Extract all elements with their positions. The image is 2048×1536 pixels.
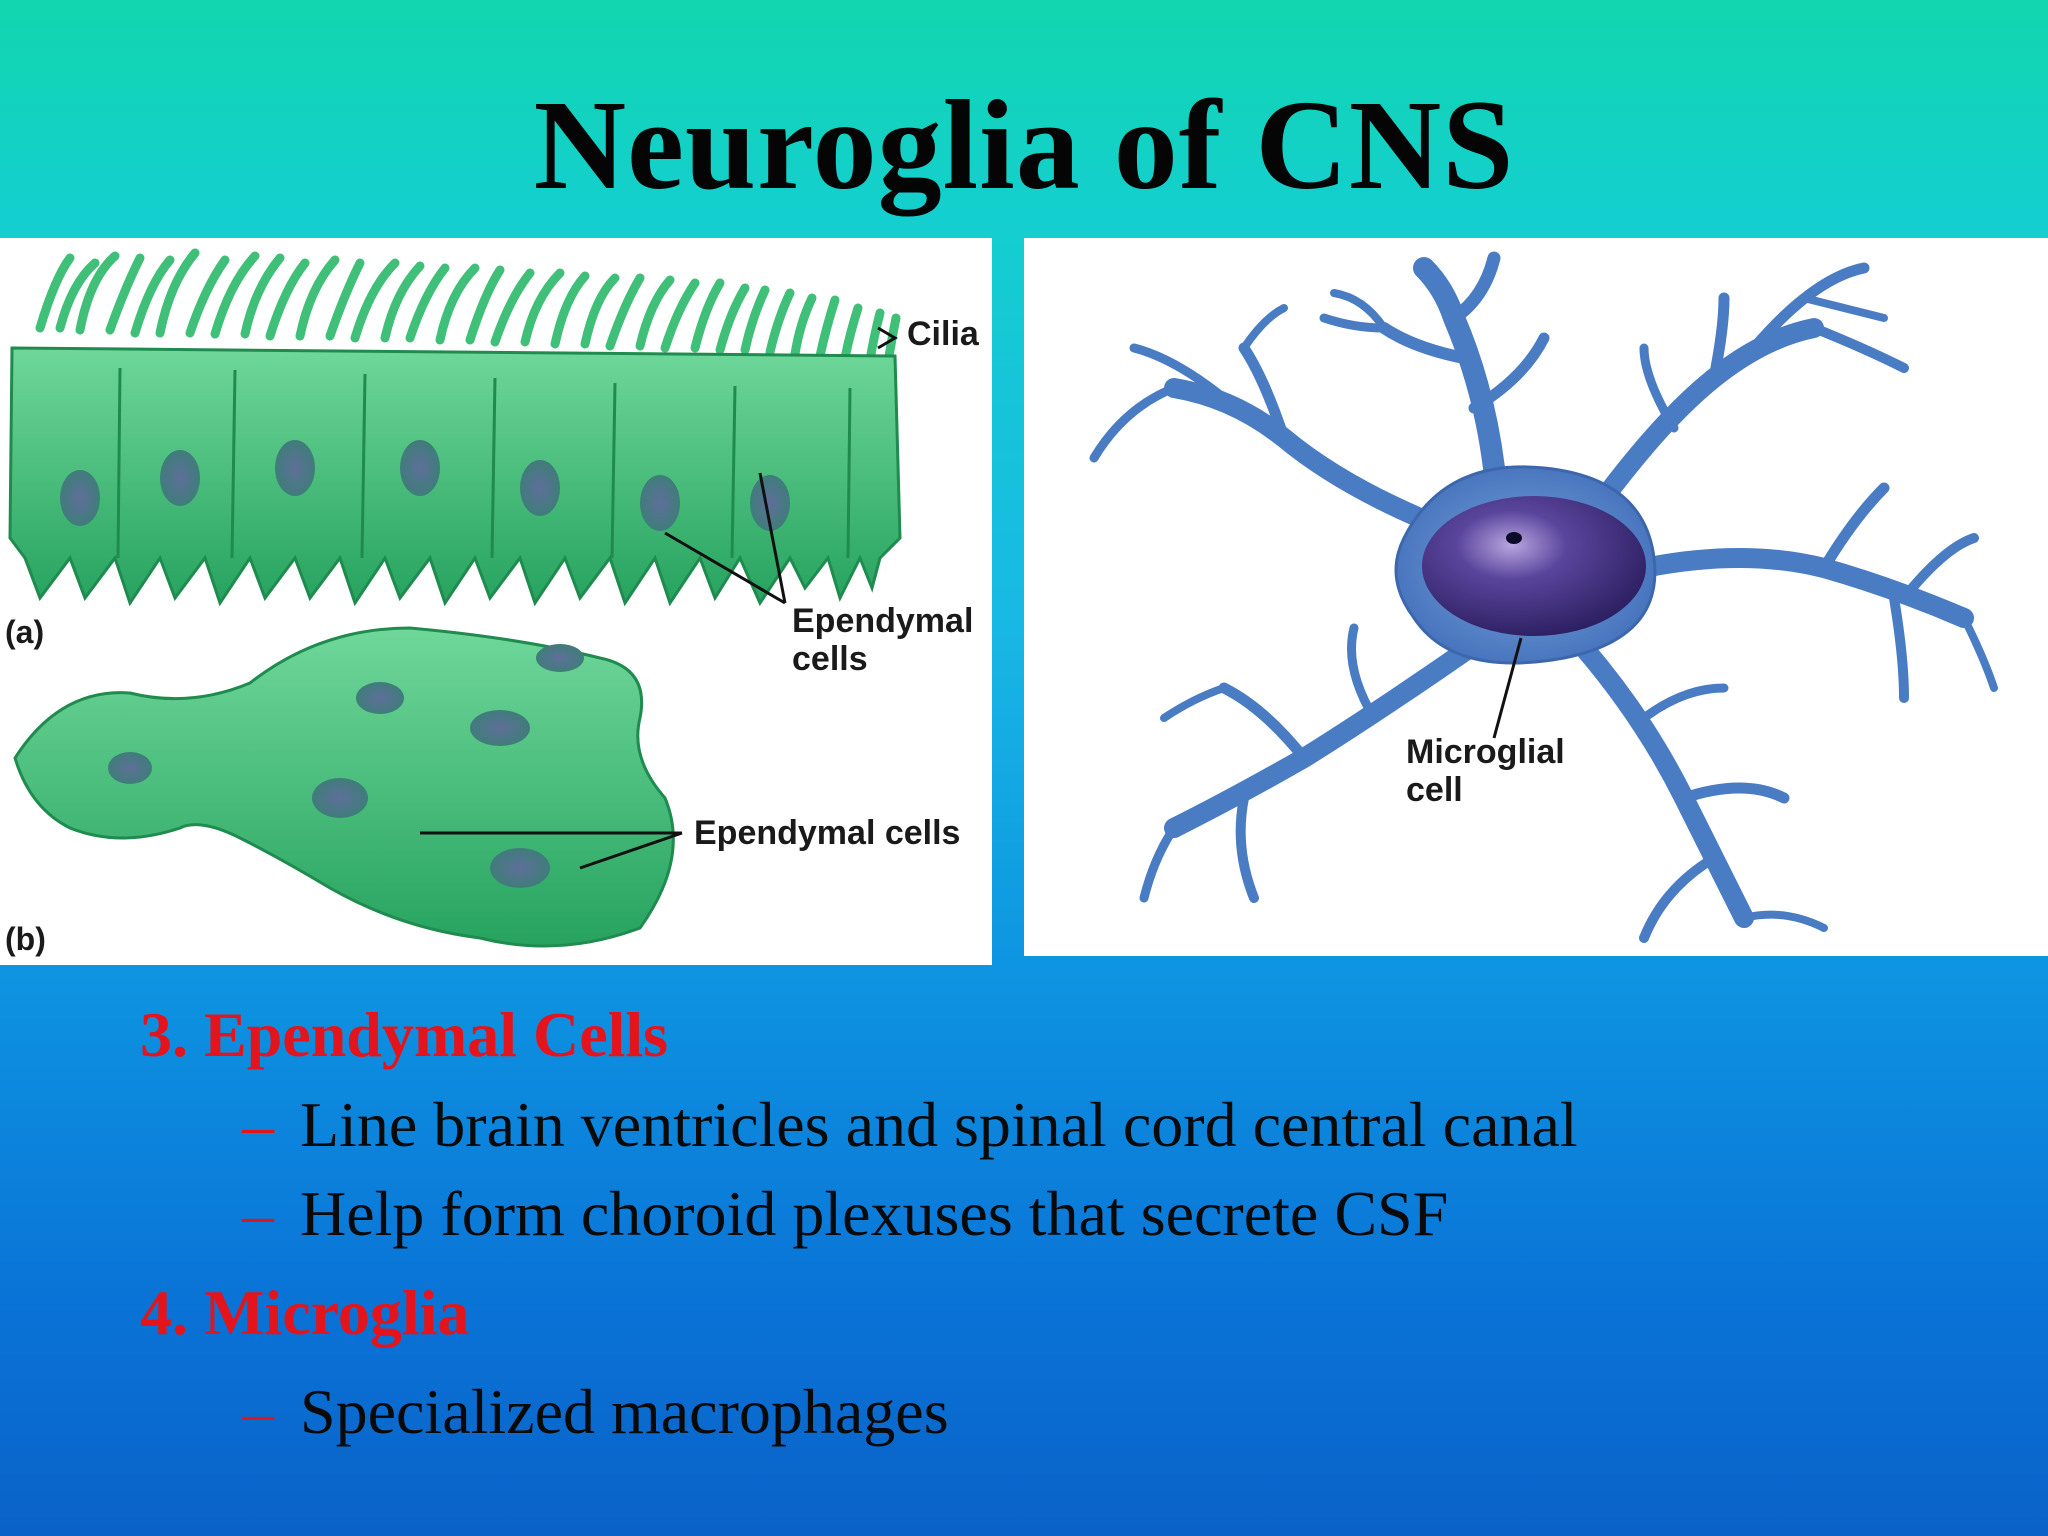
heading-ependymal-cells: 3. Ependymal Cells (140, 999, 669, 1070)
microglial-label-line2: cell (1406, 771, 1463, 809)
nuclei-a (60, 440, 790, 531)
ependymal-label-a-line2: cells (792, 640, 868, 678)
figure-label-b: (b) (5, 921, 46, 957)
microglia-illustration: Microglial cell (1089, 251, 1998, 943)
bullet-item: –Line brain ventricles and spinal cord c… (242, 1088, 1578, 1162)
bullet-dash: – (242, 1089, 274, 1160)
cell-boundaries (116, 367, 852, 559)
bullet-item: –Specialized macrophages (242, 1375, 949, 1449)
figure-label-a: (a) (5, 614, 44, 650)
cilia (35, 248, 901, 367)
nucleolus (1506, 532, 1522, 544)
nucleus (1422, 496, 1646, 636)
ependymal-illustration: Cilia (a) Ependymal cells Ependymal cell… (5, 248, 980, 957)
leader-lines (420, 326, 898, 870)
microglial-label-line1: Microglial (1406, 733, 1565, 771)
cilia-label: Cilia (907, 315, 980, 353)
ependymal-label-a-line1: Ependymal (792, 602, 973, 640)
bullet-text: Help form choroid plexuses that secrete … (300, 1178, 1449, 1249)
ependymal-cells-figure: Cilia (a) Ependymal cells Ependymal cell… (0, 238, 992, 965)
bullet-text: Line brain ventricles and spinal cord ce… (300, 1089, 1578, 1160)
microglial-leader-line (1492, 637, 1523, 739)
bullet-dash: – (242, 1178, 274, 1249)
cell-processes (1089, 251, 1998, 943)
ependymal-label-b: Ependymal cells (694, 814, 960, 852)
microglial-cell-figure: Microglial cell (1024, 238, 2048, 956)
bullet-dash: – (242, 1376, 274, 1447)
nuclei-b (108, 644, 584, 888)
bullet-text: Specialized macrophages (300, 1376, 949, 1447)
bullet-item: –Help form choroid plexuses that secrete… (242, 1177, 1448, 1251)
heading-microglia: 4. Microglia (140, 1277, 470, 1348)
slide-title: Neuroglia of CNS (533, 74, 1515, 216)
